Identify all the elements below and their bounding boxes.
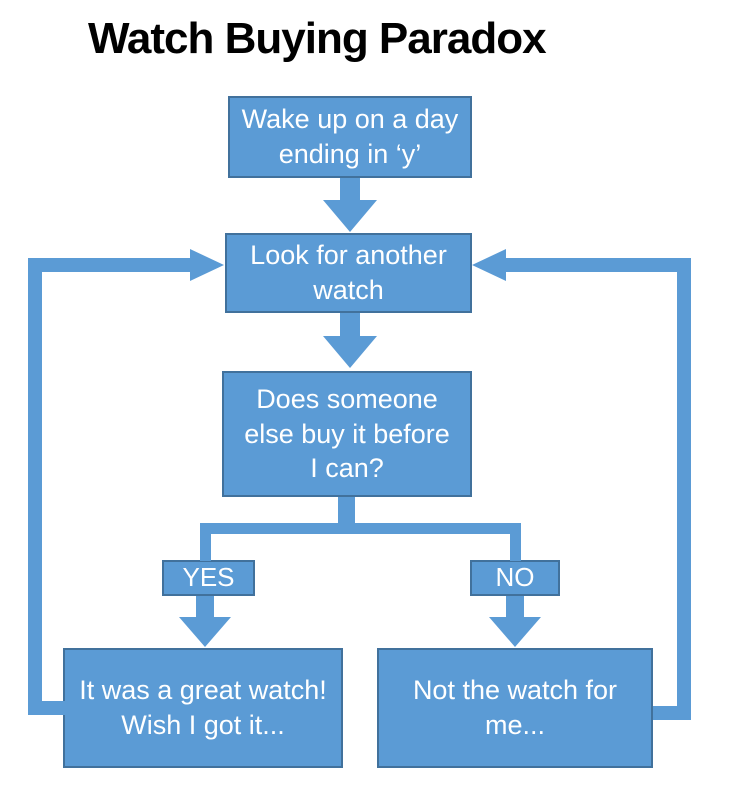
- arrow-no-to-notforme-head-icon: [489, 617, 541, 647]
- node-look-line1: Look for another: [250, 240, 447, 271]
- node-notforme-line2: me...: [484, 710, 545, 740]
- arrow-no-to-notforme-stem: [506, 596, 524, 619]
- node-someone-buys-question: Does someone else buy it before I can?: [222, 371, 472, 497]
- node-wake-up: Wake up on a day ending in ‘y’: [228, 96, 472, 178]
- branch-drop-to-yes: [200, 523, 211, 561]
- node-not-the-watch: Not the watch for me...: [377, 648, 653, 768]
- node-look-line2: watch: [313, 275, 384, 305]
- branch-label-no-text: NO: [495, 562, 535, 593]
- node-look-for-watch: Look for another watch: [225, 233, 472, 313]
- branch-horizontal-bar: [200, 523, 521, 534]
- node-buy-line3: I can?: [310, 453, 384, 484]
- arrow-look-to-buy-stem: [340, 313, 360, 338]
- loop-left-arrowhead-icon: [190, 249, 224, 281]
- arrow-yes-to-great-head-icon: [179, 617, 231, 647]
- loop-left-vertical-segment: [28, 258, 42, 715]
- branch-label-yes: YES: [162, 560, 255, 596]
- node-notforme-line1: Not the watch for: [412, 675, 618, 706]
- branch-drop-to-no: [510, 523, 521, 561]
- loop-left-top-segment: [28, 258, 190, 272]
- branch-stem: [338, 497, 355, 527]
- node-buy-line2: else buy it before: [244, 418, 450, 449]
- loop-right-vertical-segment: [677, 258, 691, 720]
- loop-right-arrowhead-icon: [472, 249, 506, 281]
- arrow-yes-to-great-stem: [196, 596, 214, 619]
- arrow-wake-to-look-stem: [340, 178, 360, 202]
- branch-label-yes-text: YES: [182, 562, 235, 593]
- node-great-line2: Wish I got it...: [121, 710, 285, 740]
- node-great-line1: It was a great watch!: [79, 675, 327, 706]
- node-great-watch-regret: It was a great watch! Wish I got it...: [63, 648, 343, 768]
- node-wake-up-line2: ending in ‘y’: [278, 139, 422, 169]
- arrow-wake-to-look-head-icon: [323, 200, 377, 232]
- node-buy-line1: Does someone: [256, 384, 438, 415]
- node-wake-up-line1: Wake up on a day: [241, 104, 459, 135]
- page-title: Watch Buying Paradox: [88, 14, 547, 63]
- arrow-look-to-buy-head-icon: [323, 336, 377, 368]
- branch-label-no: NO: [470, 560, 560, 596]
- loop-right-top-segment: [506, 258, 691, 272]
